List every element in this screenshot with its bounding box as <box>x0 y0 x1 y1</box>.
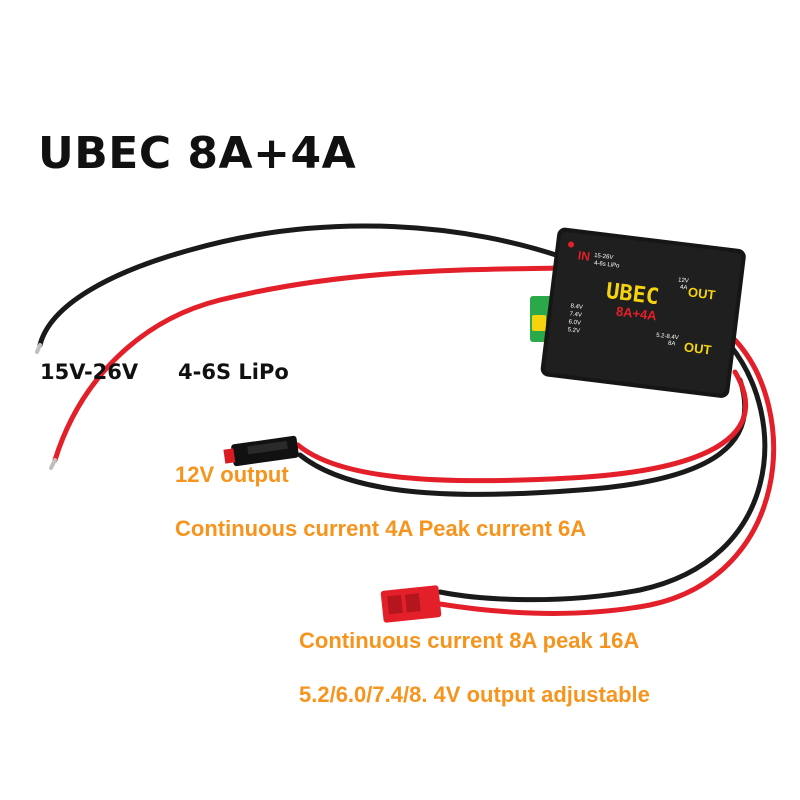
input-black-wire <box>37 223 568 348</box>
output-adjustable-current: Continuous current 8A peak 16A <box>299 628 640 653</box>
battery-type-label: 4-6S LiPo <box>178 360 289 384</box>
outadj-black-wire <box>437 342 768 603</box>
input-red-wire-tip <box>49 458 57 470</box>
device-out2-spec-2: 8A <box>667 340 676 348</box>
product-title: UBEC 8A+4A <box>38 128 357 179</box>
device-in-label: IN <box>577 248 591 264</box>
connector-12v-output <box>223 435 299 467</box>
device-out1-spec-1: 12V <box>677 277 690 285</box>
output-adjustable-voltages: 5.2/6.0/7.4/8. 4V output adjustable <box>299 682 650 707</box>
device-out2-label: OUT <box>683 339 713 358</box>
led-indicator <box>568 241 575 248</box>
output-12v-current: Continuous current 4A Peak current 6A <box>175 516 587 541</box>
device-out1-label: OUT <box>687 284 717 303</box>
input-black-wire-tip <box>35 343 42 354</box>
device-out1-spec-2: 4A <box>679 284 688 292</box>
output-12v-label: 12V output <box>175 462 289 487</box>
input-red-wire <box>52 265 563 463</box>
connector-jst-output <box>380 585 442 623</box>
out12-black-wire <box>297 377 748 497</box>
ubec-module <box>540 227 746 398</box>
jumper-option: 5.2V <box>567 327 581 335</box>
outadj-red-wire <box>437 337 777 616</box>
input-voltage-label: 15V-26V <box>40 360 139 384</box>
yellow-jumper <box>532 315 546 331</box>
out12-red-wire <box>295 369 749 484</box>
